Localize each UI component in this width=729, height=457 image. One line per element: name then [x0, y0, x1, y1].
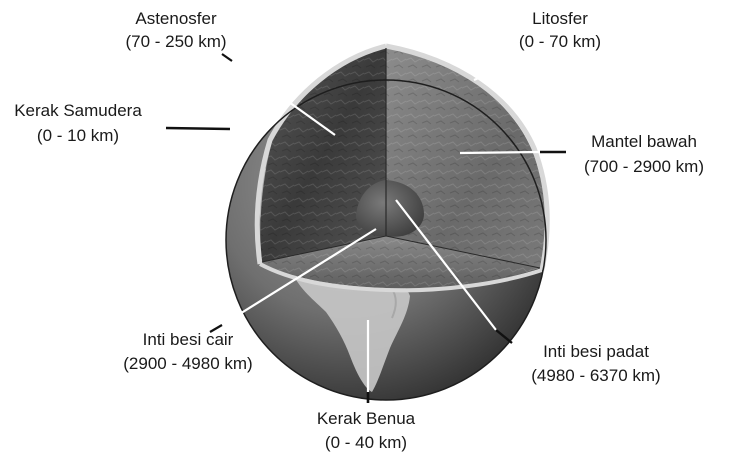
kerak-benua-range: (0 - 40 km) — [325, 433, 407, 452]
kerak-benua-name: Kerak Benua — [317, 409, 416, 428]
litosfer-name: Litosfer — [532, 9, 588, 28]
kerak-samudera-name: Kerak Samudera — [14, 101, 142, 120]
mantel-bawah-range: (700 - 2900 km) — [584, 157, 704, 176]
inti-besi-cair-range: (2900 - 4980 km) — [123, 354, 252, 373]
leader-mantel-bawah — [460, 152, 540, 153]
label-inti-besi-padat: Inti besi padat (4980 - 6370 km) — [531, 342, 660, 385]
inti-besi-padat-name: Inti besi padat — [543, 342, 649, 361]
globe — [226, 46, 547, 400]
label-kerak-benua: Kerak Benua (0 - 40 km) — [317, 409, 416, 452]
mantel-bawah-name: Mantel bawah — [591, 132, 697, 151]
litosfer-range: (0 - 70 km) — [519, 32, 601, 51]
label-inti-besi-cair: Inti besi cair (2900 - 4980 km) — [123, 330, 252, 373]
inti-besi-cair-name: Inti besi cair — [143, 330, 234, 349]
astenosfer-range: (70 - 250 km) — [125, 32, 226, 51]
kerak-samudera-range: (0 - 10 km) — [37, 126, 119, 145]
leader-kerak-samudera — [166, 128, 230, 129]
inti-besi-padat-range: (4980 - 6370 km) — [531, 366, 660, 385]
label-kerak-samudera: Kerak Samudera (0 - 10 km) — [14, 101, 142, 145]
label-litosfer: Litosfer (0 - 70 km) — [519, 9, 601, 51]
leader-litosfer — [474, 56, 530, 80]
label-mantel-bawah: Mantel bawah (700 - 2900 km) — [584, 132, 704, 176]
astenosfer-name: Astenosfer — [135, 9, 217, 28]
label-astenosfer: Astenosfer (70 - 250 km) — [125, 9, 226, 51]
